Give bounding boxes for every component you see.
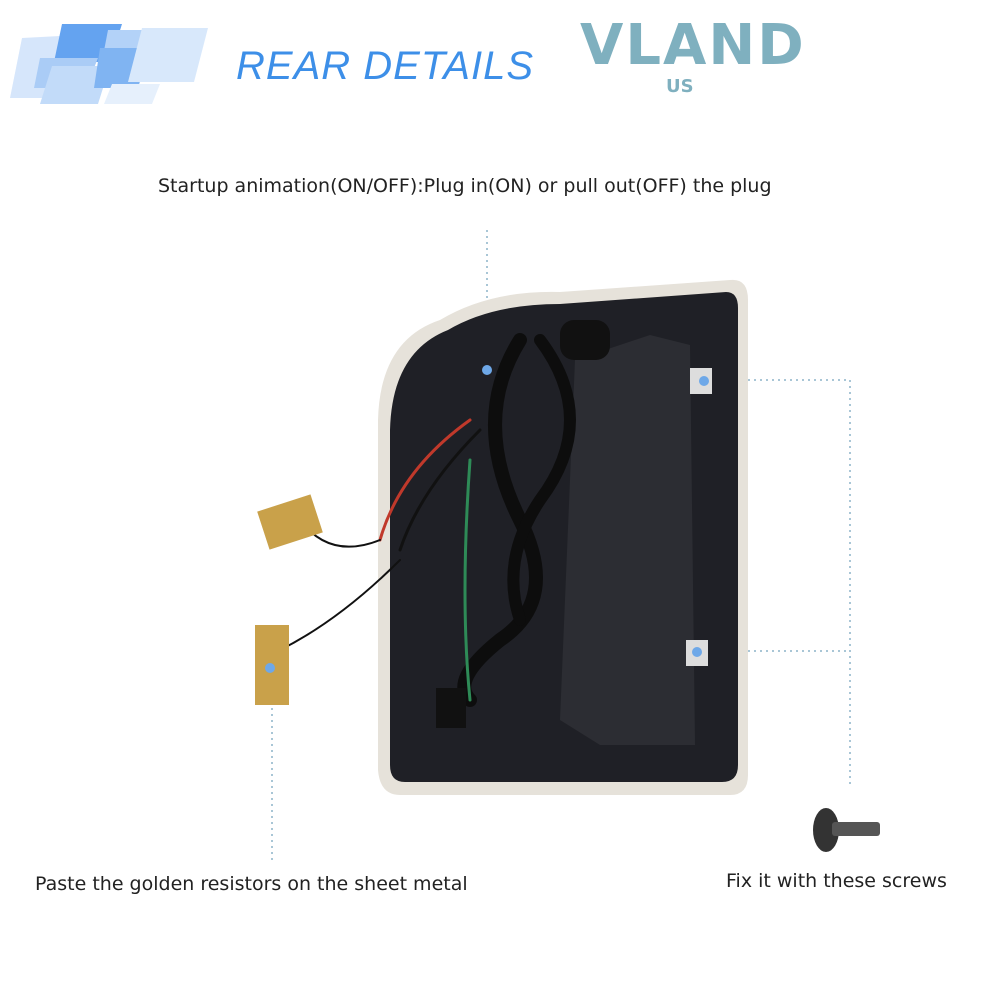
logo-sub: US — [666, 76, 694, 97]
marker-dots — [265, 365, 709, 673]
golden-resistor — [255, 494, 323, 705]
decorative-tiles-icon — [10, 24, 208, 104]
vland-logo: VLAND US — [580, 18, 810, 108]
startup-caption: Startup animation(ON/OFF):Plug in(ON) or… — [158, 175, 772, 197]
page-title: REAR DETAILS — [236, 44, 534, 88]
screws-caption: Fix it with these screws — [726, 870, 947, 892]
screw-icon — [813, 808, 880, 852]
wiring-harness — [279, 333, 576, 728]
taillight-housing — [378, 279, 748, 795]
resistor-caption: Paste the golden resistors on the sheet … — [35, 873, 468, 895]
logo-text: VLAND — [580, 13, 806, 78]
